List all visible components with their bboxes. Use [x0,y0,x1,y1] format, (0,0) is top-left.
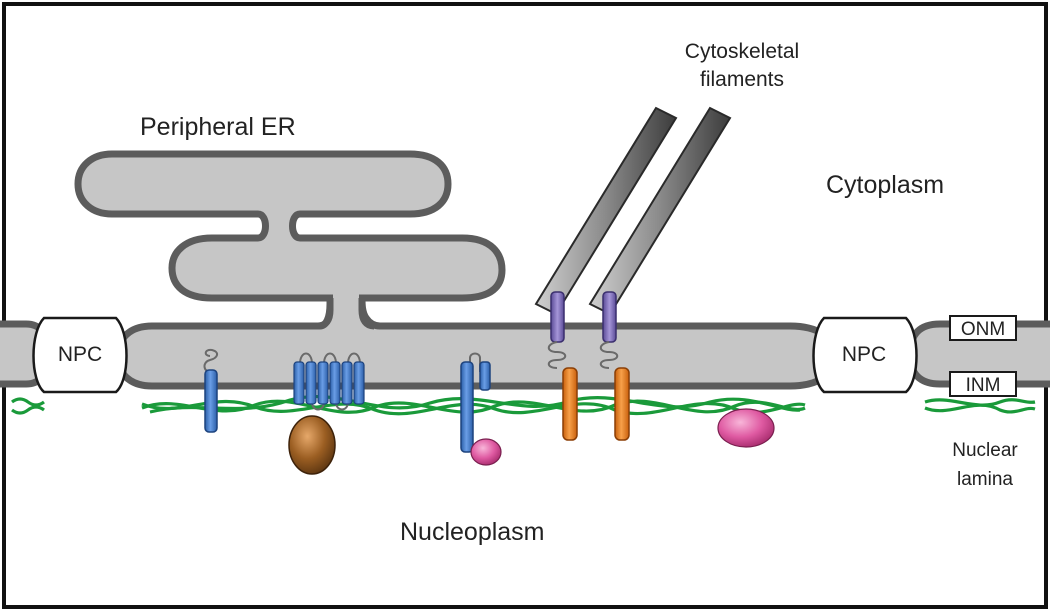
inm-label: INM [966,375,1001,396]
brown-protein [288,415,336,475]
cytoskeletal-filaments-label-line1: Cytoskeletal [685,40,799,63]
nuclear-lamina [11,394,1036,416]
nuclear-lamina-label-line2: lamina [957,469,1013,490]
pink-protein-small [470,438,502,466]
peripheral-er-body [74,150,506,302]
nuclear-lamina-label-line1: Nuclear [952,440,1018,461]
blue-single-pass-protein [204,369,218,433]
onm-label: ONM [961,319,1005,340]
onm-label-box: ONM [949,315,1017,341]
pink-protein-large [717,408,775,448]
coil-linkers [203,341,619,373]
blue-hairpin-protein [460,361,491,453]
er-neck-left [317,298,334,330]
orange-protein-2 [614,367,630,441]
purple-protein-1 [550,291,565,343]
npc-left-label: NPC [58,343,102,366]
inm-label-box: INM [949,371,1017,397]
blue-multipass-protein [293,352,365,411]
purple-protein-2 [602,291,617,343]
cytoskeletal-filament-1 [534,106,678,316]
nucleoplasm-label: Nucleoplasm [400,518,545,546]
er-neck-right [358,298,375,330]
npc-right: NPC [812,316,918,394]
cytoplasm-label: Cytoplasm [826,171,944,199]
orange-protein-1 [562,367,578,441]
cytoskeletal-filaments-label-line2: filaments [700,68,784,91]
npc-right-label: NPC [842,343,886,366]
npc-left: NPC [32,316,128,394]
peripheral-er-label: Peripheral ER [140,113,296,141]
